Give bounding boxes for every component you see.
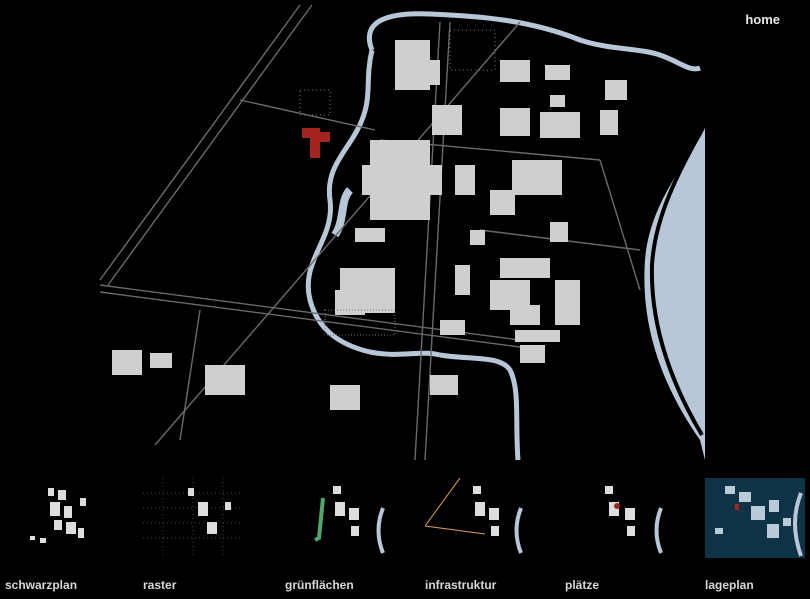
label-plaetze[interactable]: plätze <box>565 578 600 592</box>
thumb-lageplan[interactable] <box>705 478 805 558</box>
plaetze-preview <box>565 478 665 558</box>
lageplan-preview <box>705 478 805 558</box>
thumb-infrastruktur[interactable] <box>425 478 525 558</box>
site-plan-map <box>99 4 705 461</box>
highlighted-building <box>302 128 330 158</box>
label-gruenflaechen[interactable]: grünflächen <box>285 578 354 592</box>
label-lageplan[interactable]: lageplan <box>705 578 754 592</box>
thumb-gruenflaechen[interactable] <box>285 478 385 558</box>
label-raster[interactable]: raster <box>143 578 177 592</box>
infrastruktur-preview <box>425 478 525 558</box>
home-link[interactable]: home <box>745 12 780 27</box>
label-schwarzplan[interactable]: schwarzplan <box>5 578 78 592</box>
river <box>644 128 705 460</box>
schwarzplan-preview <box>0 478 100 558</box>
label-infrastruktur[interactable]: infrastruktur <box>425 578 497 592</box>
layer-thumbnails <box>0 478 810 563</box>
raster-preview <box>143 478 243 558</box>
thumb-plaetze[interactable] <box>565 478 665 558</box>
thumbnail-labels: schwarzplan raster grünflächen infrastru… <box>0 578 810 596</box>
thumb-raster[interactable] <box>143 478 243 558</box>
thumb-schwarzplan[interactable] <box>0 478 100 558</box>
gruenflaechen-preview <box>285 478 385 558</box>
canal <box>366 11 701 72</box>
